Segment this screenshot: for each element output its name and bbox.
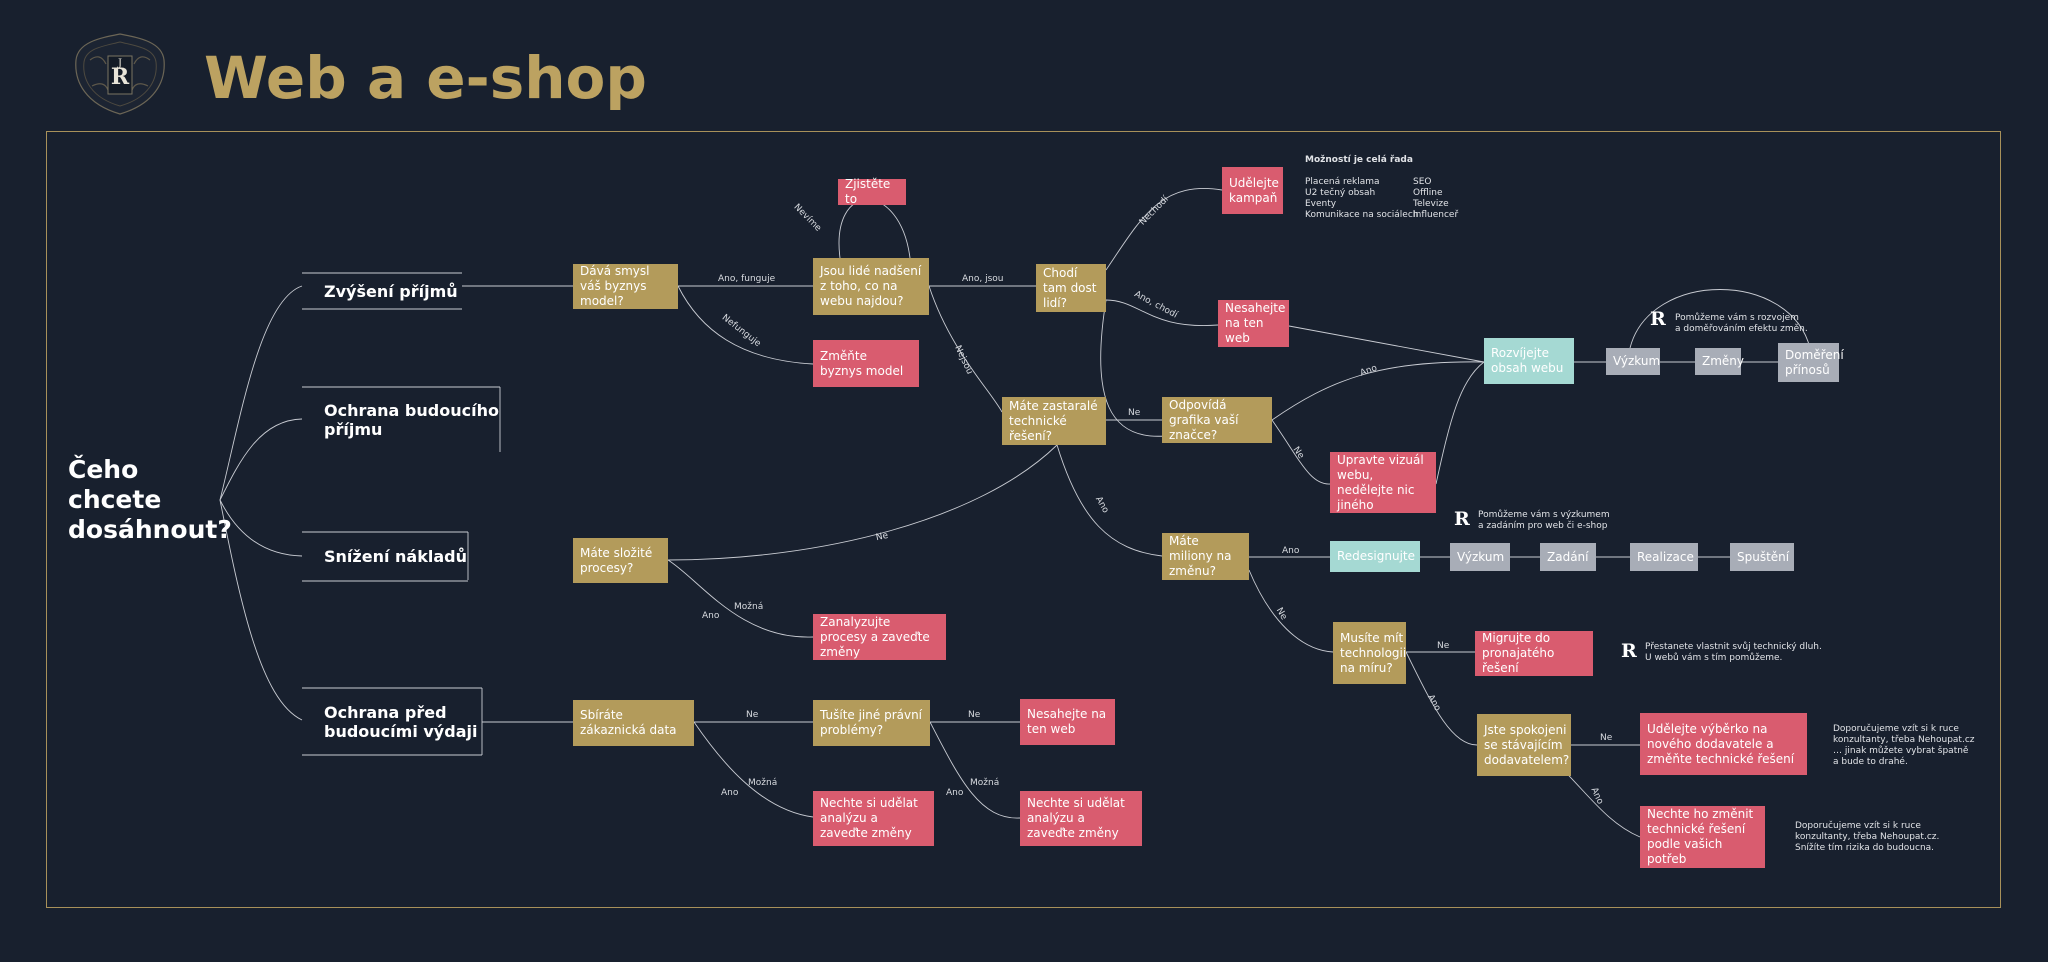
action-legal-analysis-2[interactable]: Nechte si udělat analýzu a zaveďte změny	[1020, 791, 1142, 846]
node-millions-budget[interactable]: Máte miliony na změnu?	[1162, 533, 1249, 580]
help-growth-2: a doměřováním efektu změn.	[1675, 324, 1808, 334]
category-revenue-growth[interactable]: Zvýšení příjmů	[324, 281, 458, 301]
category-cost-reduction[interactable]: Snížení nákladů	[324, 546, 467, 566]
node-customer-data[interactable]: Sbíráte zákaznická data	[573, 700, 694, 746]
root-question: Čeho chcete dosáhnout?	[68, 455, 232, 544]
edge-label: Ne	[1437, 641, 1450, 651]
action-campaign[interactable]: Udělejte kampaň	[1222, 167, 1283, 214]
help-tech-2: U webů vám s tím pomůžeme.	[1645, 653, 1783, 663]
action-migrate-rented[interactable]: Migrujte do pronajatého řešení	[1475, 631, 1593, 676]
node-legal-problems[interactable]: Tušíte jiné právní problémy?	[813, 700, 930, 746]
edge-label: Možná	[734, 602, 764, 612]
options-left-2: U2 tečný obsah	[1305, 188, 1376, 198]
help-tech-1: Přestanete vlastnit svůj technický dluh.	[1645, 642, 1822, 652]
node-custom-tech[interactable]: Musíte mít technologii na míru?	[1333, 622, 1406, 684]
advice-p7-3: … jinak můžete vybrat špatně	[1833, 746, 1969, 756]
options-right-2: Offline	[1413, 188, 1443, 198]
help-growth-1: Pomůžeme vám s rozvojem	[1675, 313, 1799, 323]
node-business-model[interactable]: Dává smysl váš byznys model?	[573, 264, 678, 309]
category-future-revenue[interactable]: Ochrana budoucího příjmu	[324, 400, 499, 439]
edge-label: Ne	[968, 710, 981, 720]
edge-label: Ne	[1128, 408, 1141, 418]
step-changes[interactable]: Změny	[1695, 348, 1744, 375]
action-adjust-visual[interactable]: Upravte vizuál webu, nedělejte nic jinéh…	[1330, 452, 1436, 513]
advice-p7-2: konzultanty, třeba Nehoupat.cz	[1833, 735, 1975, 745]
edge-label: Ano, jsou	[962, 274, 1004, 284]
action-dont-touch-web-2[interactable]: Nesahejte na ten web	[1020, 699, 1115, 745]
help-research-1: Pomůžeme vám s výzkumem	[1478, 510, 1610, 520]
step-brief[interactable]: Zadání	[1540, 543, 1596, 571]
action-change-business-model[interactable]: Změňte byznys model	[813, 340, 919, 387]
node-graphics-brand[interactable]: Odpovídá grafika vaší značce?	[1162, 397, 1272, 443]
options-right-3: Televize	[1413, 199, 1449, 209]
edge-label: Ano	[946, 788, 964, 798]
options-left-4: Komunikace na sociálech	[1305, 210, 1419, 220]
advice-p8-3: Snížíte tím rizika do budoucna.	[1795, 843, 1935, 853]
help-research-2: a zadáním pro web či e-shop	[1478, 521, 1608, 531]
edge-label: Ano	[1282, 546, 1300, 556]
options-left-3: Eventy	[1305, 199, 1337, 209]
advice-p7-4: a bude to drahé.	[1833, 757, 1908, 767]
edge-label: Ne	[746, 710, 759, 720]
step-launch[interactable]: Spuštění	[1730, 543, 1794, 571]
options-right-4: Influenceř	[1413, 210, 1459, 220]
action-find-out[interactable]: Zjistěte to	[838, 177, 906, 206]
page-title: Web a e-shop	[204, 44, 647, 112]
options-title: Možností je celá řada	[1305, 155, 1413, 165]
advice-p7-1: Doporučujeme vzít si k ruce	[1833, 724, 1959, 734]
step-implementation[interactable]: Realizace	[1630, 543, 1698, 571]
node-outdated-tech[interactable]: Máte zastaralé technické řešení?	[1002, 397, 1106, 445]
step-measure-benefits[interactable]: Doměření přínosů	[1778, 343, 1844, 382]
node-vendor-satisfied[interactable]: Jste spokojeni se stávajícím dodavatelem…	[1477, 714, 1571, 776]
action-redesign[interactable]: Redesignujte	[1330, 541, 1420, 572]
edge-label: Ano	[702, 611, 720, 621]
action-vendor-change-tech[interactable]: Nechte ho změnit technické řešení podle …	[1640, 806, 1765, 868]
jr-monogram-icon: R	[1621, 640, 1637, 662]
node-users-excited[interactable]: Jsou lidé nadšení z toho, co na webu naj…	[813, 258, 929, 315]
step-research-2[interactable]: Výzkum	[1450, 543, 1510, 571]
options-right-1: SEO	[1413, 177, 1432, 187]
edge-label: Ano, funguje	[718, 274, 776, 284]
edge-label: Ano	[721, 788, 739, 798]
advice-p8-2: konzultanty, třeba Nehoupat.cz.	[1795, 832, 1940, 842]
edge-label: Možná	[970, 778, 1000, 788]
action-grow-content[interactable]: Rozvíjejte obsah webu	[1484, 338, 1574, 384]
action-legal-analysis-1[interactable]: Nechte si udělat analýzu a zaveďte změny	[813, 791, 934, 846]
step-research-1[interactable]: Výzkum	[1606, 348, 1660, 375]
jr-monogram-icon: R	[1454, 508, 1470, 530]
jr-monogram-icon: R	[1650, 308, 1666, 330]
options-left-1: Placená reklama	[1305, 177, 1380, 187]
svg-text:R: R	[111, 64, 130, 90]
node-complex-processes[interactable]: Máte složité procesy?	[573, 538, 668, 583]
advice-p8-1: Doporučujeme vzít si k ruce	[1795, 821, 1921, 831]
action-dont-touch-web-1[interactable]: Nesahejte na ten web	[1218, 300, 1289, 347]
category-future-expenses[interactable]: Ochrana před budoucími výdaji	[324, 702, 478, 741]
crest-logo-icon: R J	[75, 33, 165, 115]
svg-text:J: J	[117, 58, 122, 69]
edge-label: Ne	[1600, 733, 1613, 743]
edge-label: Možná	[748, 778, 778, 788]
node-enough-traffic[interactable]: Chodí tam dost lidí?	[1036, 264, 1106, 312]
diagram-frame	[46, 131, 2001, 908]
action-new-vendor-tender[interactable]: Udělejte výběrko na nového dodavatele a …	[1640, 713, 1807, 775]
action-analyze-processes[interactable]: Zanalyzujte procesy a zaveďte změny	[813, 614, 946, 660]
